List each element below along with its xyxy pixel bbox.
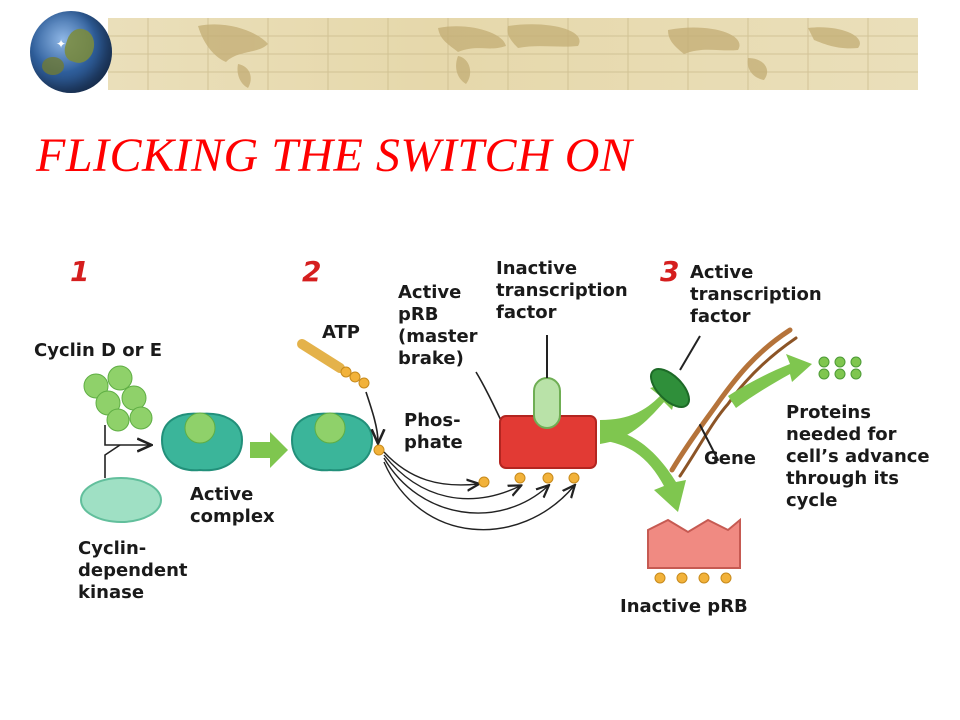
phosphate-group <box>478 476 490 488</box>
label-gene: Gene <box>704 448 757 469</box>
cyclin-molecules <box>83 365 153 432</box>
join-arrow-top <box>104 425 150 445</box>
step-number-3: 3 <box>660 255 680 288</box>
label-active-complex: Active complex <box>190 484 275 527</box>
label-inactive-transcription-factor: Inactive transcription factor <box>496 258 628 323</box>
header-banner <box>108 18 918 90</box>
label-atp: ATP <box>322 322 361 343</box>
step-number-1: 1 <box>70 255 90 288</box>
active-prb-complex <box>499 335 597 484</box>
label-inactive-prb: Inactive pRB <box>620 596 748 617</box>
join-arrow-bottom <box>104 444 121 478</box>
label-active-transcription-factor: Active transcription factor <box>690 262 822 327</box>
world-map-background <box>108 18 918 90</box>
gene-dna <box>669 327 798 478</box>
phosphate-dot <box>373 444 385 456</box>
phosphate-transfer-arrows <box>383 451 574 531</box>
label-proteins: Proteins needed for cell’s advance throu… <box>786 402 930 511</box>
step-number-2: 2 <box>302 255 322 288</box>
label-cyclin: Cyclin D or E <box>34 340 163 361</box>
label-active-prb: Active pRB (master brake) <box>398 282 478 369</box>
inactive-prb <box>647 517 741 584</box>
slide-title: FLICKING THE SWITCH ON <box>36 129 633 182</box>
globe-icon: ✦ <box>30 11 112 93</box>
active-complex-2 <box>290 412 374 472</box>
label-phosphate: Phos- phate <box>404 410 463 453</box>
active-transcription-factor <box>650 335 701 408</box>
active-complex-1 <box>160 412 244 472</box>
expression-arrow <box>728 354 812 408</box>
label-cyclin-dependent-kinase: Cyclin- dependent kinase <box>78 538 188 603</box>
cyclin-dependent-kinase-shape <box>80 477 162 523</box>
process-arrow-1 <box>250 432 288 468</box>
atp-arrow <box>365 391 378 442</box>
atp-molecule <box>297 339 370 389</box>
proteins-icon <box>818 356 862 380</box>
